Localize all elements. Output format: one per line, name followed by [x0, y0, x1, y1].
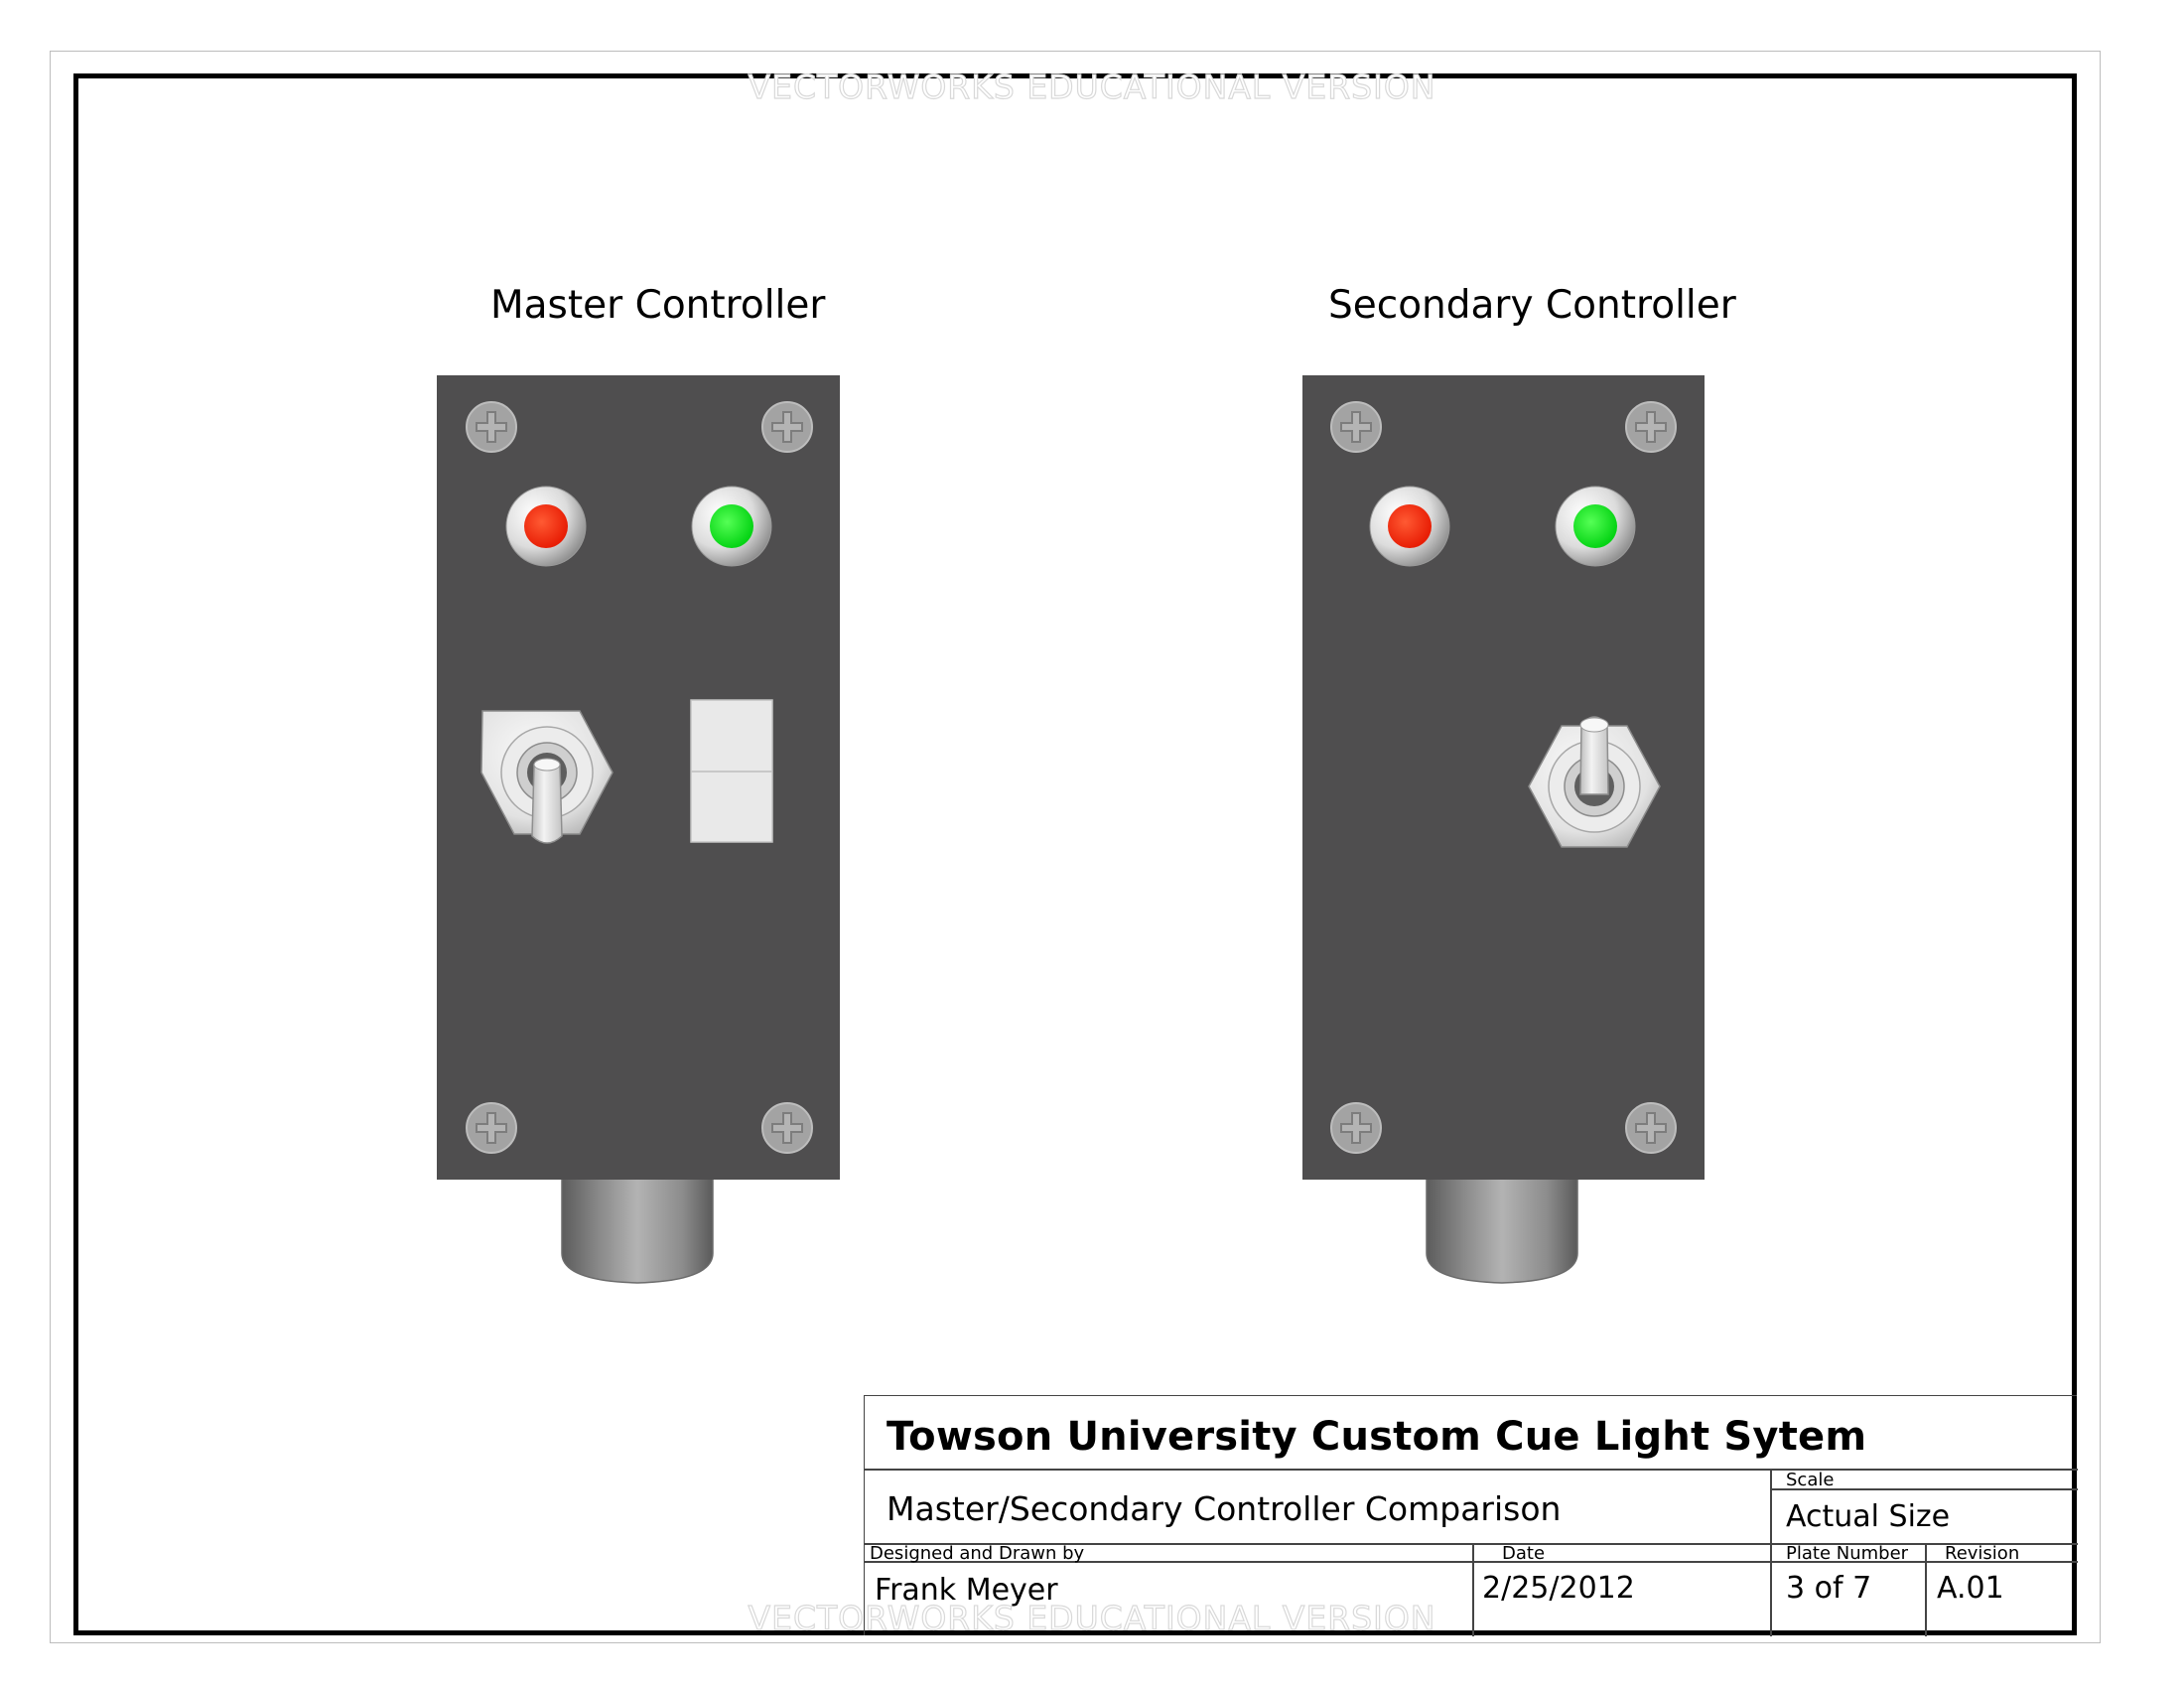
revision-value: A.01 — [1937, 1571, 2004, 1606]
secondary-controller — [1302, 375, 1705, 1284]
master-controller-title: Master Controller — [490, 283, 826, 328]
red-indicator-light — [505, 486, 587, 567]
drawing-title: Towson University Custom Cue Light Sytem — [887, 1414, 1867, 1460]
title-block: Towson University Custom Cue Light Sytem… — [864, 1395, 2078, 1636]
screw-icon — [466, 401, 517, 453]
designer-value: Frank Meyer — [875, 1573, 1058, 1608]
screw-icon — [1330, 1102, 1382, 1154]
green-indicator-light — [691, 486, 772, 567]
screw-icon — [466, 1102, 517, 1154]
green-indicator-light — [1555, 486, 1636, 567]
scale-value: Actual Size — [1786, 1499, 1951, 1534]
screw-icon — [1330, 401, 1382, 453]
plate-number-label: Plate Number — [1786, 1543, 1909, 1564]
watermark-top: VECTORWORKS EDUCATIONAL VERSION — [748, 67, 1436, 106]
watermark-bottom: VECTORWORKS EDUCATIONAL VERSION — [748, 1598, 1436, 1637]
date-label: Date — [1502, 1543, 1546, 1564]
revision-label: Revision — [1945, 1543, 2020, 1564]
rocker-switch — [690, 699, 773, 843]
designer-label: Designed and Drawn by — [870, 1543, 1085, 1564]
red-indicator-light — [1369, 486, 1450, 567]
drawing-subtitle: Master/Secondary Controller Comparison — [887, 1489, 1562, 1528]
toggle-switch — [1528, 716, 1661, 848]
plate-number-value: 3 of 7 — [1786, 1571, 1872, 1606]
screw-icon — [761, 1102, 813, 1154]
toggle-switch — [480, 710, 614, 844]
scale-label: Scale — [1786, 1470, 1835, 1490]
screw-icon — [1625, 401, 1677, 453]
secondary-controller-title: Secondary Controller — [1328, 283, 1736, 328]
date-value: 2/25/2012 — [1482, 1571, 1635, 1606]
master-controller — [437, 375, 840, 1284]
cable-connector — [1426, 1176, 1578, 1284]
cable-connector — [561, 1176, 714, 1284]
screw-icon — [761, 401, 813, 453]
sheet-outer-frame — [50, 51, 2101, 1643]
screw-icon — [1625, 1102, 1677, 1154]
drawing-border — [73, 73, 2077, 1635]
